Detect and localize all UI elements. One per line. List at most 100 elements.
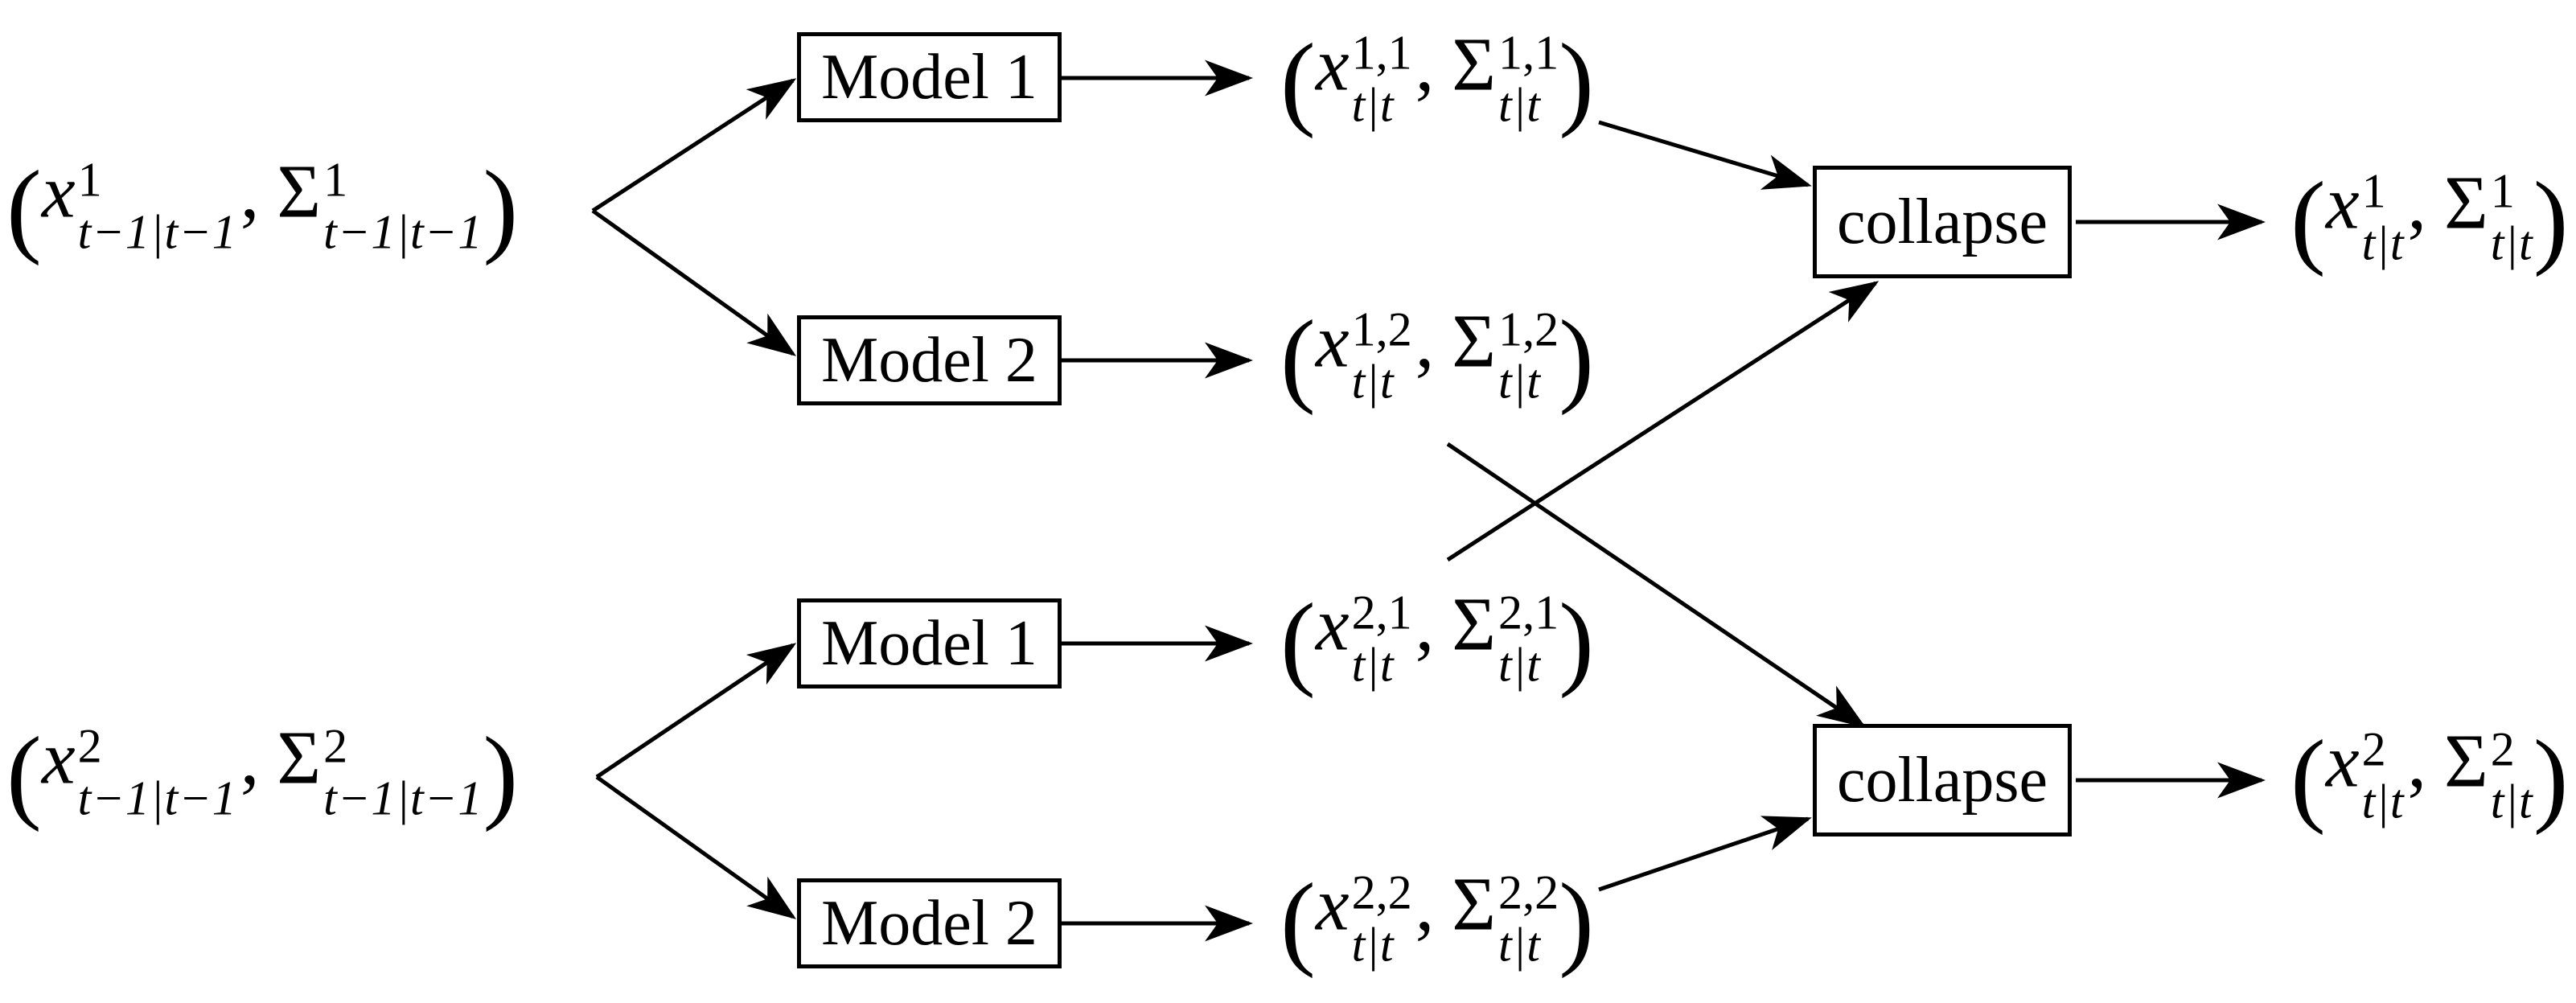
model-2-bottom-label: Model 2	[821, 888, 1037, 959]
arrow-pred22-to-collapse-bottom	[1598, 816, 1812, 892]
x-symbol: x	[1315, 299, 1350, 384]
arrow-pred21-to-collapse-top	[1446, 281, 1880, 562]
arrow-input1-to-model2-top	[591, 208, 797, 356]
close-paren: )	[1559, 299, 1595, 417]
comma: ,	[2407, 161, 2427, 245]
x-symbol: x	[1315, 862, 1350, 947]
x-subscript: t|t	[1351, 638, 1395, 693]
model-1-bottom-label: Model 1	[821, 608, 1037, 679]
collapse-top-label: collapse	[1836, 187, 2048, 257]
x-superscript: 1,1	[1351, 26, 1412, 80]
model-2-top-label: Model 2	[821, 325, 1037, 396]
open-paren: (	[2290, 161, 2326, 278]
comma: ,	[2407, 719, 2427, 804]
arrow-input1-to-model1-top	[591, 78, 797, 213]
sigma-subscript: t−1|t−1	[323, 771, 483, 826]
sigma-subscript: t|t	[2490, 216, 2533, 271]
x-superscript: 2	[77, 719, 102, 774]
sigma-subscript: t−1|t−1	[323, 205, 483, 260]
sigma-subscript: t|t	[1498, 918, 1541, 972]
collapse-bottom-box: collapse	[1813, 724, 2072, 837]
close-paren: )	[1559, 862, 1595, 980]
close-paren: )	[483, 716, 519, 833]
open-paren: (	[2290, 719, 2326, 837]
x-superscript: 1	[2361, 164, 2386, 219]
open-paren: (	[1280, 23, 1316, 140]
arrow-input2-to-model2-bottom	[595, 775, 797, 919]
open-paren: (	[1280, 582, 1316, 700]
arrow-input2-to-model1-bottom	[595, 643, 797, 779]
sigma-superscript: 2,2	[1498, 865, 1559, 920]
x-superscript: 2,2	[1351, 865, 1412, 920]
sigma-subscript: t|t	[2490, 775, 2533, 829]
sigma-symbol: Σ	[2444, 719, 2488, 804]
close-paren: )	[2533, 719, 2569, 837]
close-paren: )	[483, 150, 519, 267]
x-subscript: t−1|t−1	[77, 205, 237, 260]
open-paren: (	[1280, 862, 1316, 980]
sigma-symbol: Σ	[1452, 23, 1496, 107]
model-1-top-box: Model 1	[797, 32, 1062, 122]
sigma-superscript: 1	[2490, 164, 2515, 219]
comma: ,	[240, 716, 260, 800]
close-paren: )	[1559, 582, 1595, 700]
x-subscript: t|t	[1351, 918, 1395, 972]
open-paren: (	[1280, 299, 1316, 417]
x-superscript: 1,2	[1351, 302, 1412, 357]
x-symbol: x	[1315, 23, 1350, 107]
comma: ,	[1415, 23, 1435, 107]
sigma-symbol: Σ	[1452, 862, 1496, 947]
comma: ,	[1415, 582, 1435, 667]
sigma-subscript: t|t	[1498, 355, 1541, 409]
x-symbol: x	[2325, 161, 2360, 245]
model-1-bottom-box: Model 1	[797, 598, 1062, 689]
x-symbol: x	[1315, 582, 1350, 667]
collapse-bottom-label: collapse	[1836, 745, 2048, 816]
x-superscript: 2	[2361, 722, 2386, 777]
sigma-superscript: 1,2	[1498, 302, 1559, 357]
x-symbol: x	[41, 716, 76, 800]
sigma-symbol: Σ	[277, 150, 322, 234]
sigma-symbol: Σ	[277, 716, 322, 800]
x-subscript: t|t	[1351, 355, 1395, 409]
model-2-top-box: Model 2	[797, 315, 1062, 405]
arrow-pred12-to-collapse-bottom	[1446, 442, 1867, 728]
sigma-superscript: 2,1	[1498, 586, 1559, 640]
open-paren: (	[6, 716, 42, 833]
open-paren: (	[6, 150, 42, 267]
close-paren: )	[2533, 161, 2569, 278]
x-subscript: t|t	[2361, 775, 2405, 829]
close-paren: )	[1559, 23, 1595, 140]
sigma-subscript: t|t	[1498, 638, 1541, 693]
sigma-symbol: Σ	[1452, 299, 1496, 384]
x-symbol: x	[2325, 719, 2360, 804]
collapse-top-box: collapse	[1813, 166, 2072, 278]
model-1-top-label: Model 1	[821, 42, 1037, 113]
x-subscript: t|t	[1351, 78, 1395, 133]
sigma-symbol: Σ	[1452, 582, 1496, 667]
comma: ,	[240, 150, 260, 234]
x-superscript: 1	[77, 153, 102, 208]
